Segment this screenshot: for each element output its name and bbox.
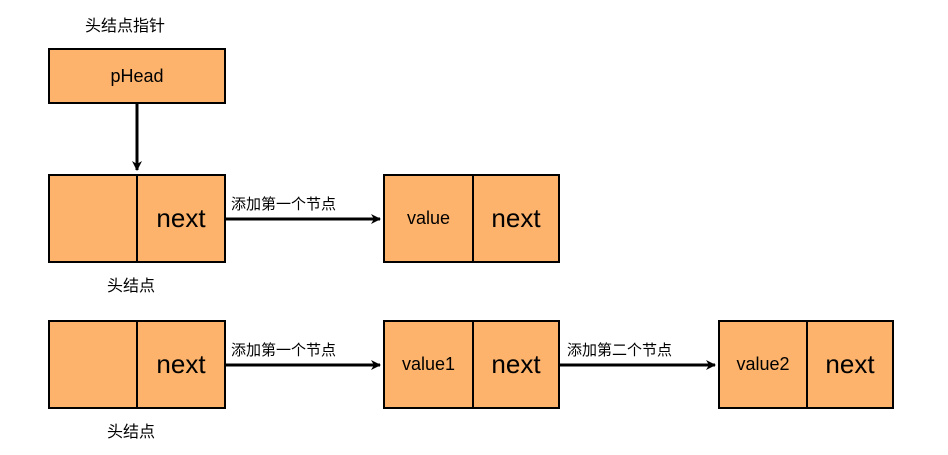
row2-edge1-label: 添加第一个节点 bbox=[231, 341, 337, 359]
row1-head-next-label: next bbox=[156, 203, 206, 233]
row2-node2-value-cell: value2 bbox=[718, 320, 808, 409]
row2-node1-value-cell: value1 bbox=[383, 320, 474, 409]
row1-node1-next-label: next bbox=[491, 203, 541, 233]
phead-label: pHead bbox=[110, 65, 164, 86]
head-pointer-title: 头结点指针 bbox=[85, 16, 166, 35]
row1-head-next-cell: next bbox=[136, 174, 226, 263]
row1-node1-next-cell: next bbox=[472, 174, 560, 263]
row1-edge1-label: 添加第一个节点 bbox=[231, 195, 337, 213]
phead-pointer-box: pHead bbox=[48, 48, 226, 104]
row2-head-data-cell bbox=[48, 320, 138, 409]
row2-edge2-label: 添加第二个节点 bbox=[567, 341, 673, 359]
row2-node2-next-cell: next bbox=[806, 320, 894, 409]
row2-head-next-label: next bbox=[156, 349, 206, 379]
row2-node1-next-cell: next bbox=[472, 320, 560, 409]
row2-node1-next-label: next bbox=[491, 349, 541, 379]
row2-node2-next-label: next bbox=[825, 349, 875, 379]
row2-head-next-cell: next bbox=[136, 320, 226, 409]
row1-node1-value-label: value bbox=[406, 208, 451, 228]
row2-node2-value-label: value2 bbox=[736, 354, 790, 374]
row2-node1-value-label: value1 bbox=[401, 354, 456, 374]
row1-head-caption: 头结点 bbox=[107, 276, 156, 295]
row2-head-caption: 头结点 bbox=[107, 422, 156, 441]
